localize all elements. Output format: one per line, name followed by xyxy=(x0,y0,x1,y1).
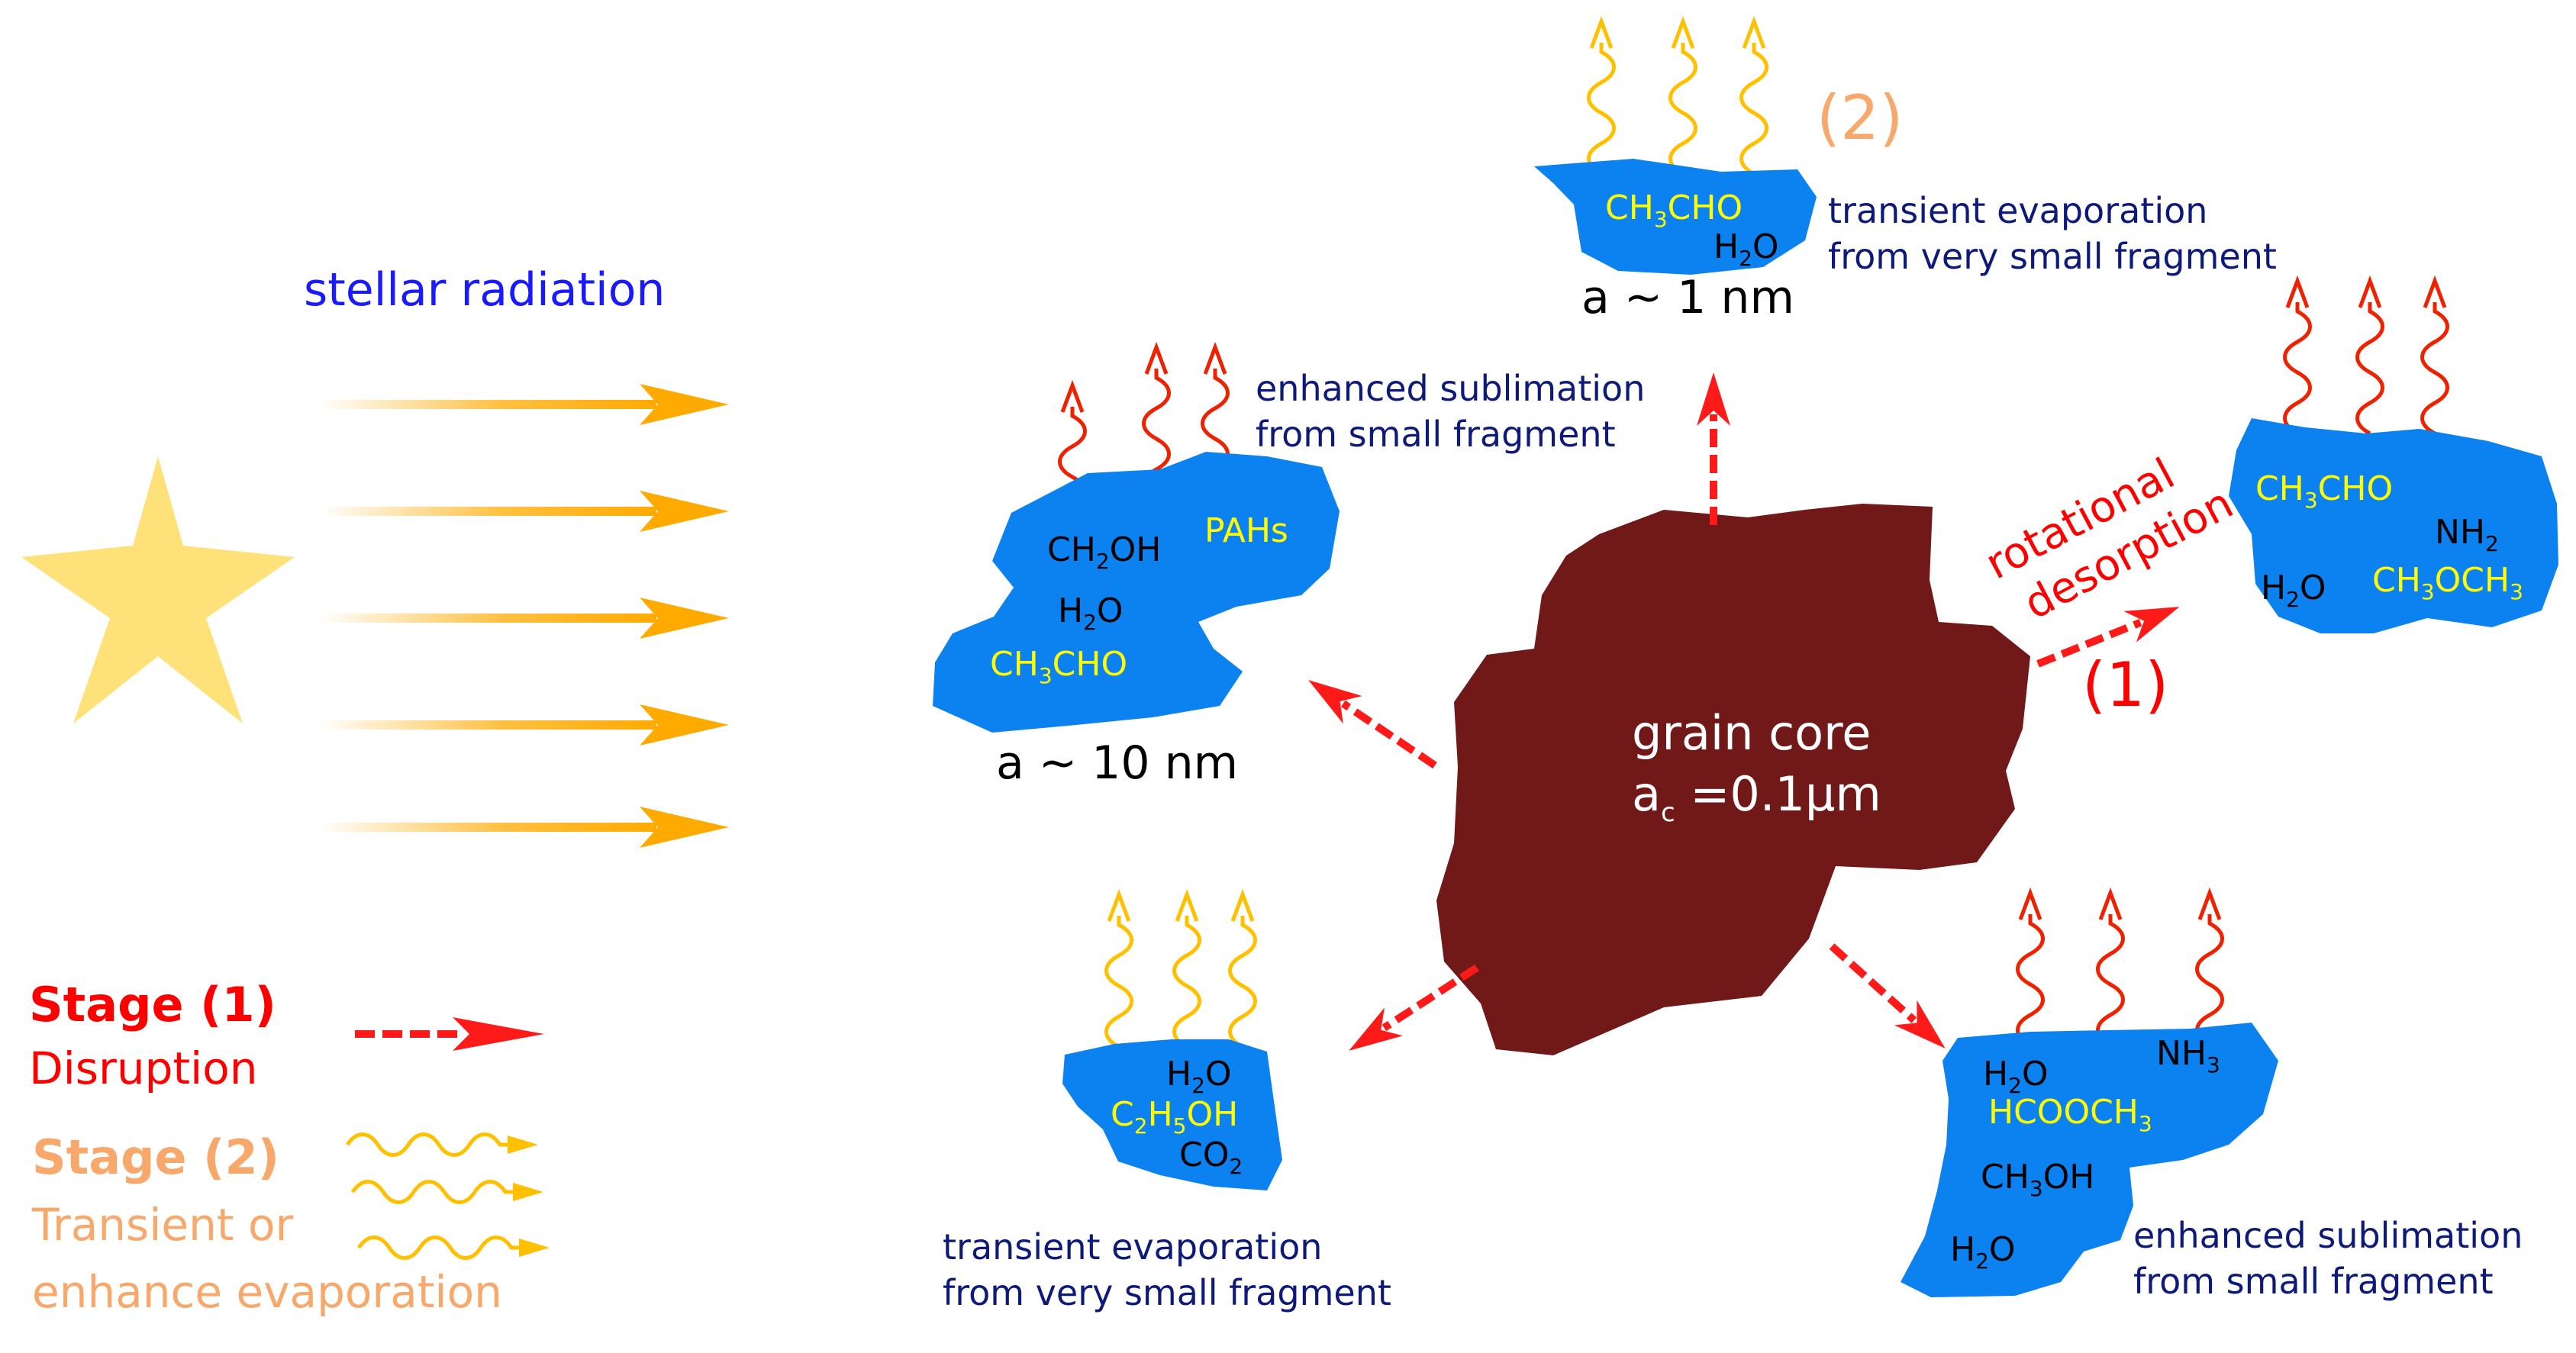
molecule-ch3oh: CH3OH xyxy=(1981,1158,2094,1201)
wavy-arrow-icon xyxy=(2358,281,2383,433)
dashed-arrow-icon xyxy=(1697,372,1730,525)
molecule-h2o-top: H2O xyxy=(1983,1055,2049,1098)
rotational-desorption-label: rotational desorption xyxy=(1978,449,2241,629)
caption-top-1: transient evaporation xyxy=(1828,190,2207,231)
dashed-arrow-icon xyxy=(1299,666,1444,779)
molecule-ch3och3: CH3OCH3 xyxy=(2372,561,2523,604)
legend-dashed-arrow-icon xyxy=(355,1017,544,1051)
radiation-arrow-icon xyxy=(321,704,729,746)
wavy-arrow-icon xyxy=(1107,894,1132,1047)
grain-core-label: grain core xyxy=(1632,705,1871,761)
wavy-arrow-icon xyxy=(2423,281,2448,433)
legend-stage2-desc-2: enhance evaporation xyxy=(32,1266,502,1318)
molecule-pahs: PAHs xyxy=(1204,511,1288,550)
stellar-radiation-label: stellar radiation xyxy=(304,263,665,317)
molecule-ch3cho: CH3CHO xyxy=(1605,188,1743,232)
caption-bottom-left-2: from very small fragment xyxy=(943,1272,1391,1313)
wavy-arrow-icon xyxy=(2285,281,2310,433)
legend-stage2-desc-1: Transient or xyxy=(31,1199,293,1251)
molecule-ch2oh: CH2OH xyxy=(1047,530,1161,574)
wavy-arrow-icon xyxy=(1742,21,1767,174)
star-icon xyxy=(21,456,295,723)
fragment-right: CH3CHO NH2 H2O CH3OCH3 xyxy=(2229,281,2558,633)
wavy-arrow-icon xyxy=(1671,21,1696,174)
radiation-arrow-icon xyxy=(321,598,729,639)
wavy-arrow-icon xyxy=(2197,893,2223,1045)
wavy-arrow-icon xyxy=(359,1238,550,1258)
caption-bottom-right-2: from small fragment xyxy=(2133,1261,2494,1302)
molecule-h2o: H2O xyxy=(2261,569,2326,612)
dashed-arrow-icon xyxy=(1820,934,1956,1061)
wavy-arrow-icon xyxy=(1589,21,1614,174)
molecule-ch3cho: CH3CHO xyxy=(990,645,1127,688)
legend-stage2-title: Stage (2) xyxy=(32,1129,279,1185)
wavy-arrow-icon xyxy=(1230,894,1256,1047)
fragment-left: CH2OH PAHs H2O CH3CHO xyxy=(933,347,1340,733)
wavy-arrow-icon xyxy=(2018,893,2043,1045)
wavy-arrow-icon xyxy=(2098,893,2123,1045)
molecule-h2o-bottom: H2O xyxy=(1950,1230,2016,1274)
wavy-arrow-icon xyxy=(1175,894,1200,1047)
radiation-arrow-icon xyxy=(321,491,729,532)
caption-left-1: enhanced sublimation xyxy=(1256,368,1645,409)
legend: Stage (1) Disruption Stage (2) Transient… xyxy=(29,977,550,1318)
legend-stage1-title: Stage (1) xyxy=(29,977,276,1032)
grain-core xyxy=(1436,504,2030,1055)
molecule-h2o: H2O xyxy=(1166,1055,1232,1098)
molecule-h2o: H2O xyxy=(1058,591,1124,635)
wavy-arrow-icon xyxy=(353,1182,543,1203)
molecule-h2o: H2O xyxy=(1714,227,1779,271)
molecule-nh2: NH2 xyxy=(2435,513,2499,556)
molecule-ch3cho: CH3CHO xyxy=(2255,469,2393,513)
molecule-c2h5oh: C2H5OH xyxy=(1111,1095,1238,1139)
radiation-arrow-icon xyxy=(321,384,729,425)
caption-left-2: from small fragment xyxy=(1256,414,1616,455)
fragment-size-1nm: a ~ 1 nm xyxy=(1581,271,1794,324)
molecule-nh3: NH3 xyxy=(2156,1034,2220,1078)
molecule-hcooch3: HCOOCH3 xyxy=(1988,1093,2152,1136)
caption-bottom-left-1: transient evaporation xyxy=(943,1226,1322,1268)
caption-top-2: from very small fragment xyxy=(1828,236,2277,277)
radiation-arrows xyxy=(321,384,729,848)
molecule-co2: CO2 xyxy=(1179,1136,1243,1179)
stage1-number-label: (1) xyxy=(2082,649,2168,720)
caption-bottom-right-1: enhanced sublimation xyxy=(2133,1215,2523,1256)
radiation-arrow-icon xyxy=(321,807,729,848)
fragment-top: CH3CHO H2O xyxy=(1534,21,1817,275)
stage2-number-label: (2) xyxy=(1817,82,1903,153)
fragment-bottom-right: H2O NH3 HCOOCH3 CH3OH H2O xyxy=(1901,893,2278,1297)
fragment-size-10nm: a ~ 10 nm xyxy=(996,736,1238,790)
grain-core-size: ac =0.1μm xyxy=(1632,766,1881,828)
legend-stage1-desc: Disruption xyxy=(29,1042,258,1094)
wavy-arrow-icon xyxy=(347,1135,538,1155)
fragment-bottom-left: H2O C2H5OH CO2 xyxy=(1062,894,1282,1190)
